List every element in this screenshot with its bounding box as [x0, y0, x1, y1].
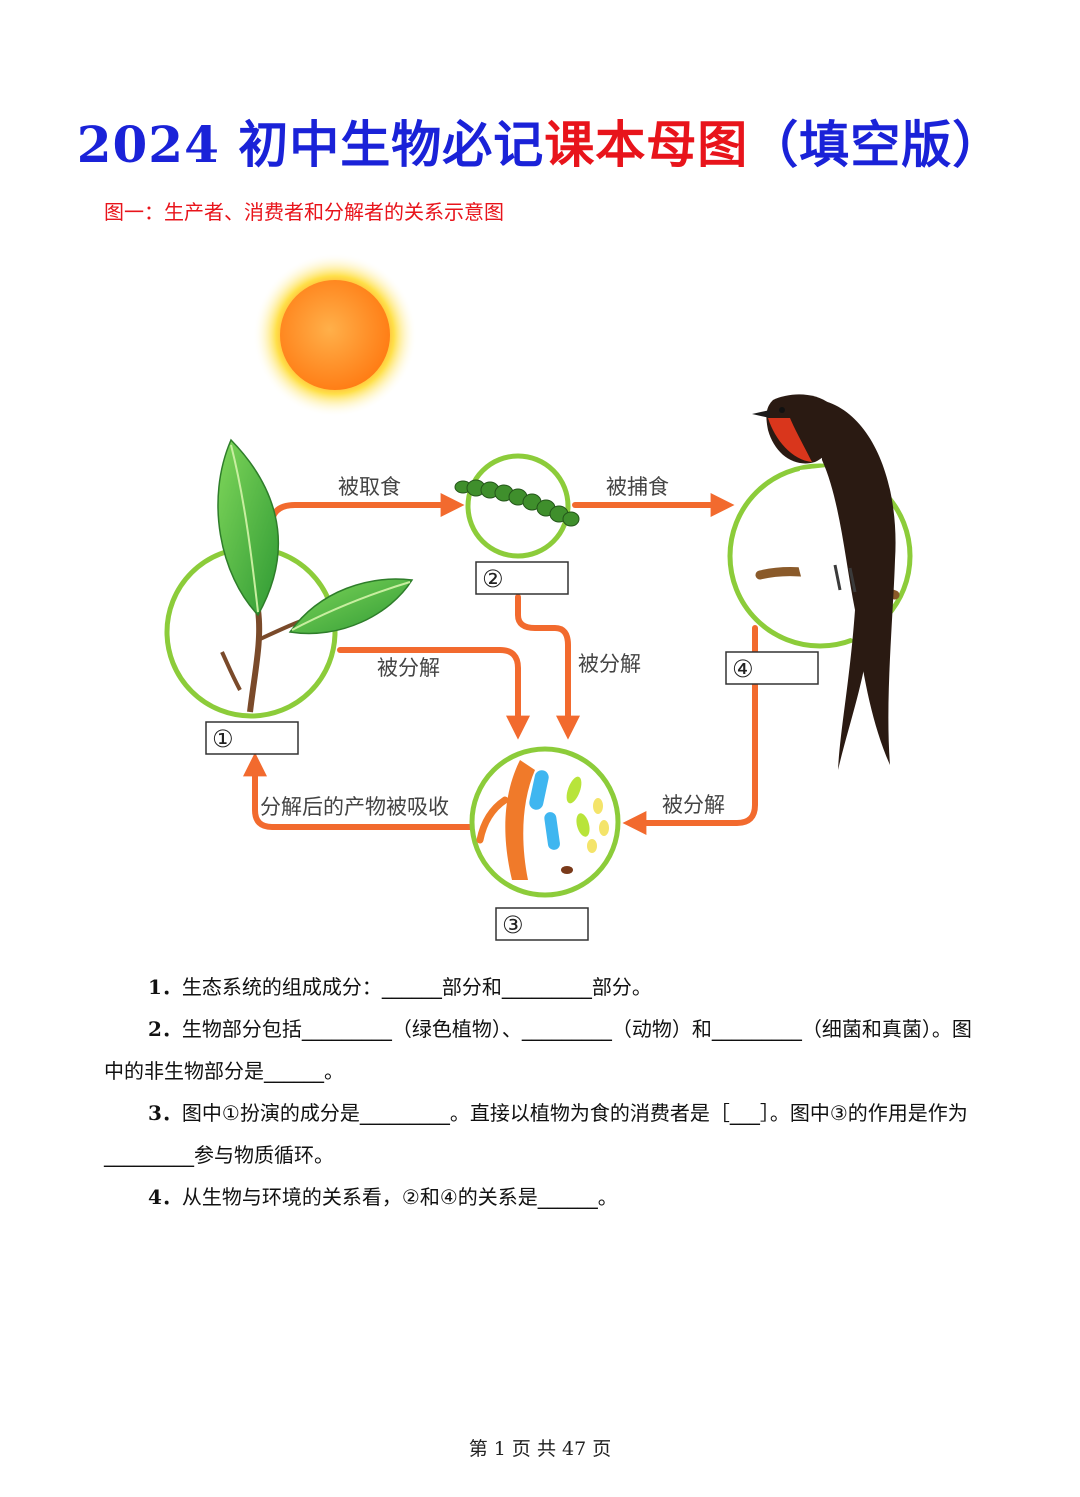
bird-ring: [727, 463, 913, 649]
arrow-plant-to-decomposer: [337, 647, 530, 740]
question-item: 3．图中①扮演的成分是_________。直接以植物为食的消费者是［___］。图…: [104, 1092, 984, 1176]
arrow-decomposer-to-plant: [243, 752, 473, 830]
title-part-blue: 2024 初中生物必记: [76, 115, 545, 174]
box-decomposer: [495, 907, 589, 941]
box-label-bird: ④: [732, 655, 754, 683]
caterpillar-icon: [454, 479, 580, 527]
arrow-caterpillar-to-decomposer: [515, 594, 580, 740]
plant-icon: [217, 438, 414, 713]
box-label-decomposer: ③: [502, 911, 524, 939]
question-number: 1．: [148, 975, 182, 999]
box-plant: [205, 721, 299, 755]
title-part-red: 课本母图: [544, 115, 749, 174]
label-decomposed-plant: 被分解: [377, 656, 440, 680]
arrow-bird-to-decomposer: [622, 625, 758, 835]
question-item: 1．生态系统的组成成分：______部分和_________部分。: [104, 966, 984, 1008]
question-number: 3．: [148, 1101, 182, 1125]
question-number: 2．: [148, 1017, 182, 1041]
label-decomposed-caterpillar: 被分解: [578, 652, 641, 676]
arrow-plant-to-caterpillar: [269, 493, 465, 523]
question-text: 生物部分包括_________（绿色植物）、_________（动物）和____…: [104, 1017, 972, 1083]
box-caterpillar: [475, 561, 569, 595]
box-bird: [725, 651, 819, 685]
question-list: 1．生态系统的组成成分：______部分和_________部分。 2．生物部分…: [104, 966, 984, 1218]
question-number: 4．: [148, 1185, 182, 1209]
caterpillar-ring: [465, 453, 571, 559]
question-text: 生态系统的组成成分：______部分和_________部分。: [181, 975, 652, 999]
page-footer: 第 1 页 共 47 页: [468, 1438, 612, 1460]
label-eaten: 被取食: [338, 475, 401, 499]
ecosystem-diagram: ① ② ④ ③ 被取食 被捕食 被分解 被分解 被分解 分解后的产物被吸收: [164, 253, 913, 941]
box-label-caterpillar: ②: [482, 565, 504, 593]
figure-caption: 图一：生产者、消费者和分解者的关系示意图: [104, 200, 504, 224]
title-part-tail: （填空版）: [748, 115, 1004, 174]
sun-icon: [253, 253, 417, 417]
box-label-plant: ①: [212, 725, 234, 753]
question-text: 从生物与环境的关系看，②和④的关系是______。: [181, 1185, 618, 1209]
question-text: 图中①扮演的成分是_________。直接以植物为食的消费者是［___］。图中③…: [104, 1101, 968, 1167]
swallow-icon: [752, 394, 900, 770]
label-absorbed: 分解后的产物被吸收: [260, 795, 449, 819]
label-decomposed-bird: 被分解: [662, 793, 725, 817]
label-preyed: 被捕食: [606, 475, 669, 499]
question-item: 2．生物部分包括_________（绿色植物）、_________（动物）和__…: [104, 1008, 984, 1092]
decomposer-icon: [476, 760, 609, 880]
page-title: 2024 初中生物必记课本母图（填空版）: [0, 105, 1080, 177]
decomposer-ring: [469, 746, 621, 898]
question-item: 4．从生物与环境的关系看，②和④的关系是______。: [104, 1176, 984, 1218]
